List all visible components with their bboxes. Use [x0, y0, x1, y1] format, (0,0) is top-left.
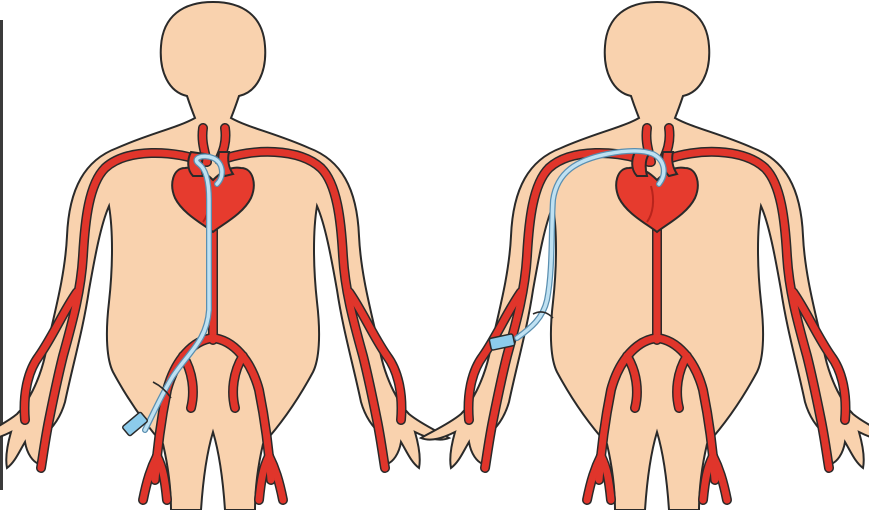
panel-radial-access — [421, 2, 869, 510]
margin-mark — [0, 20, 3, 490]
panel-femoral-access — [0, 2, 449, 510]
